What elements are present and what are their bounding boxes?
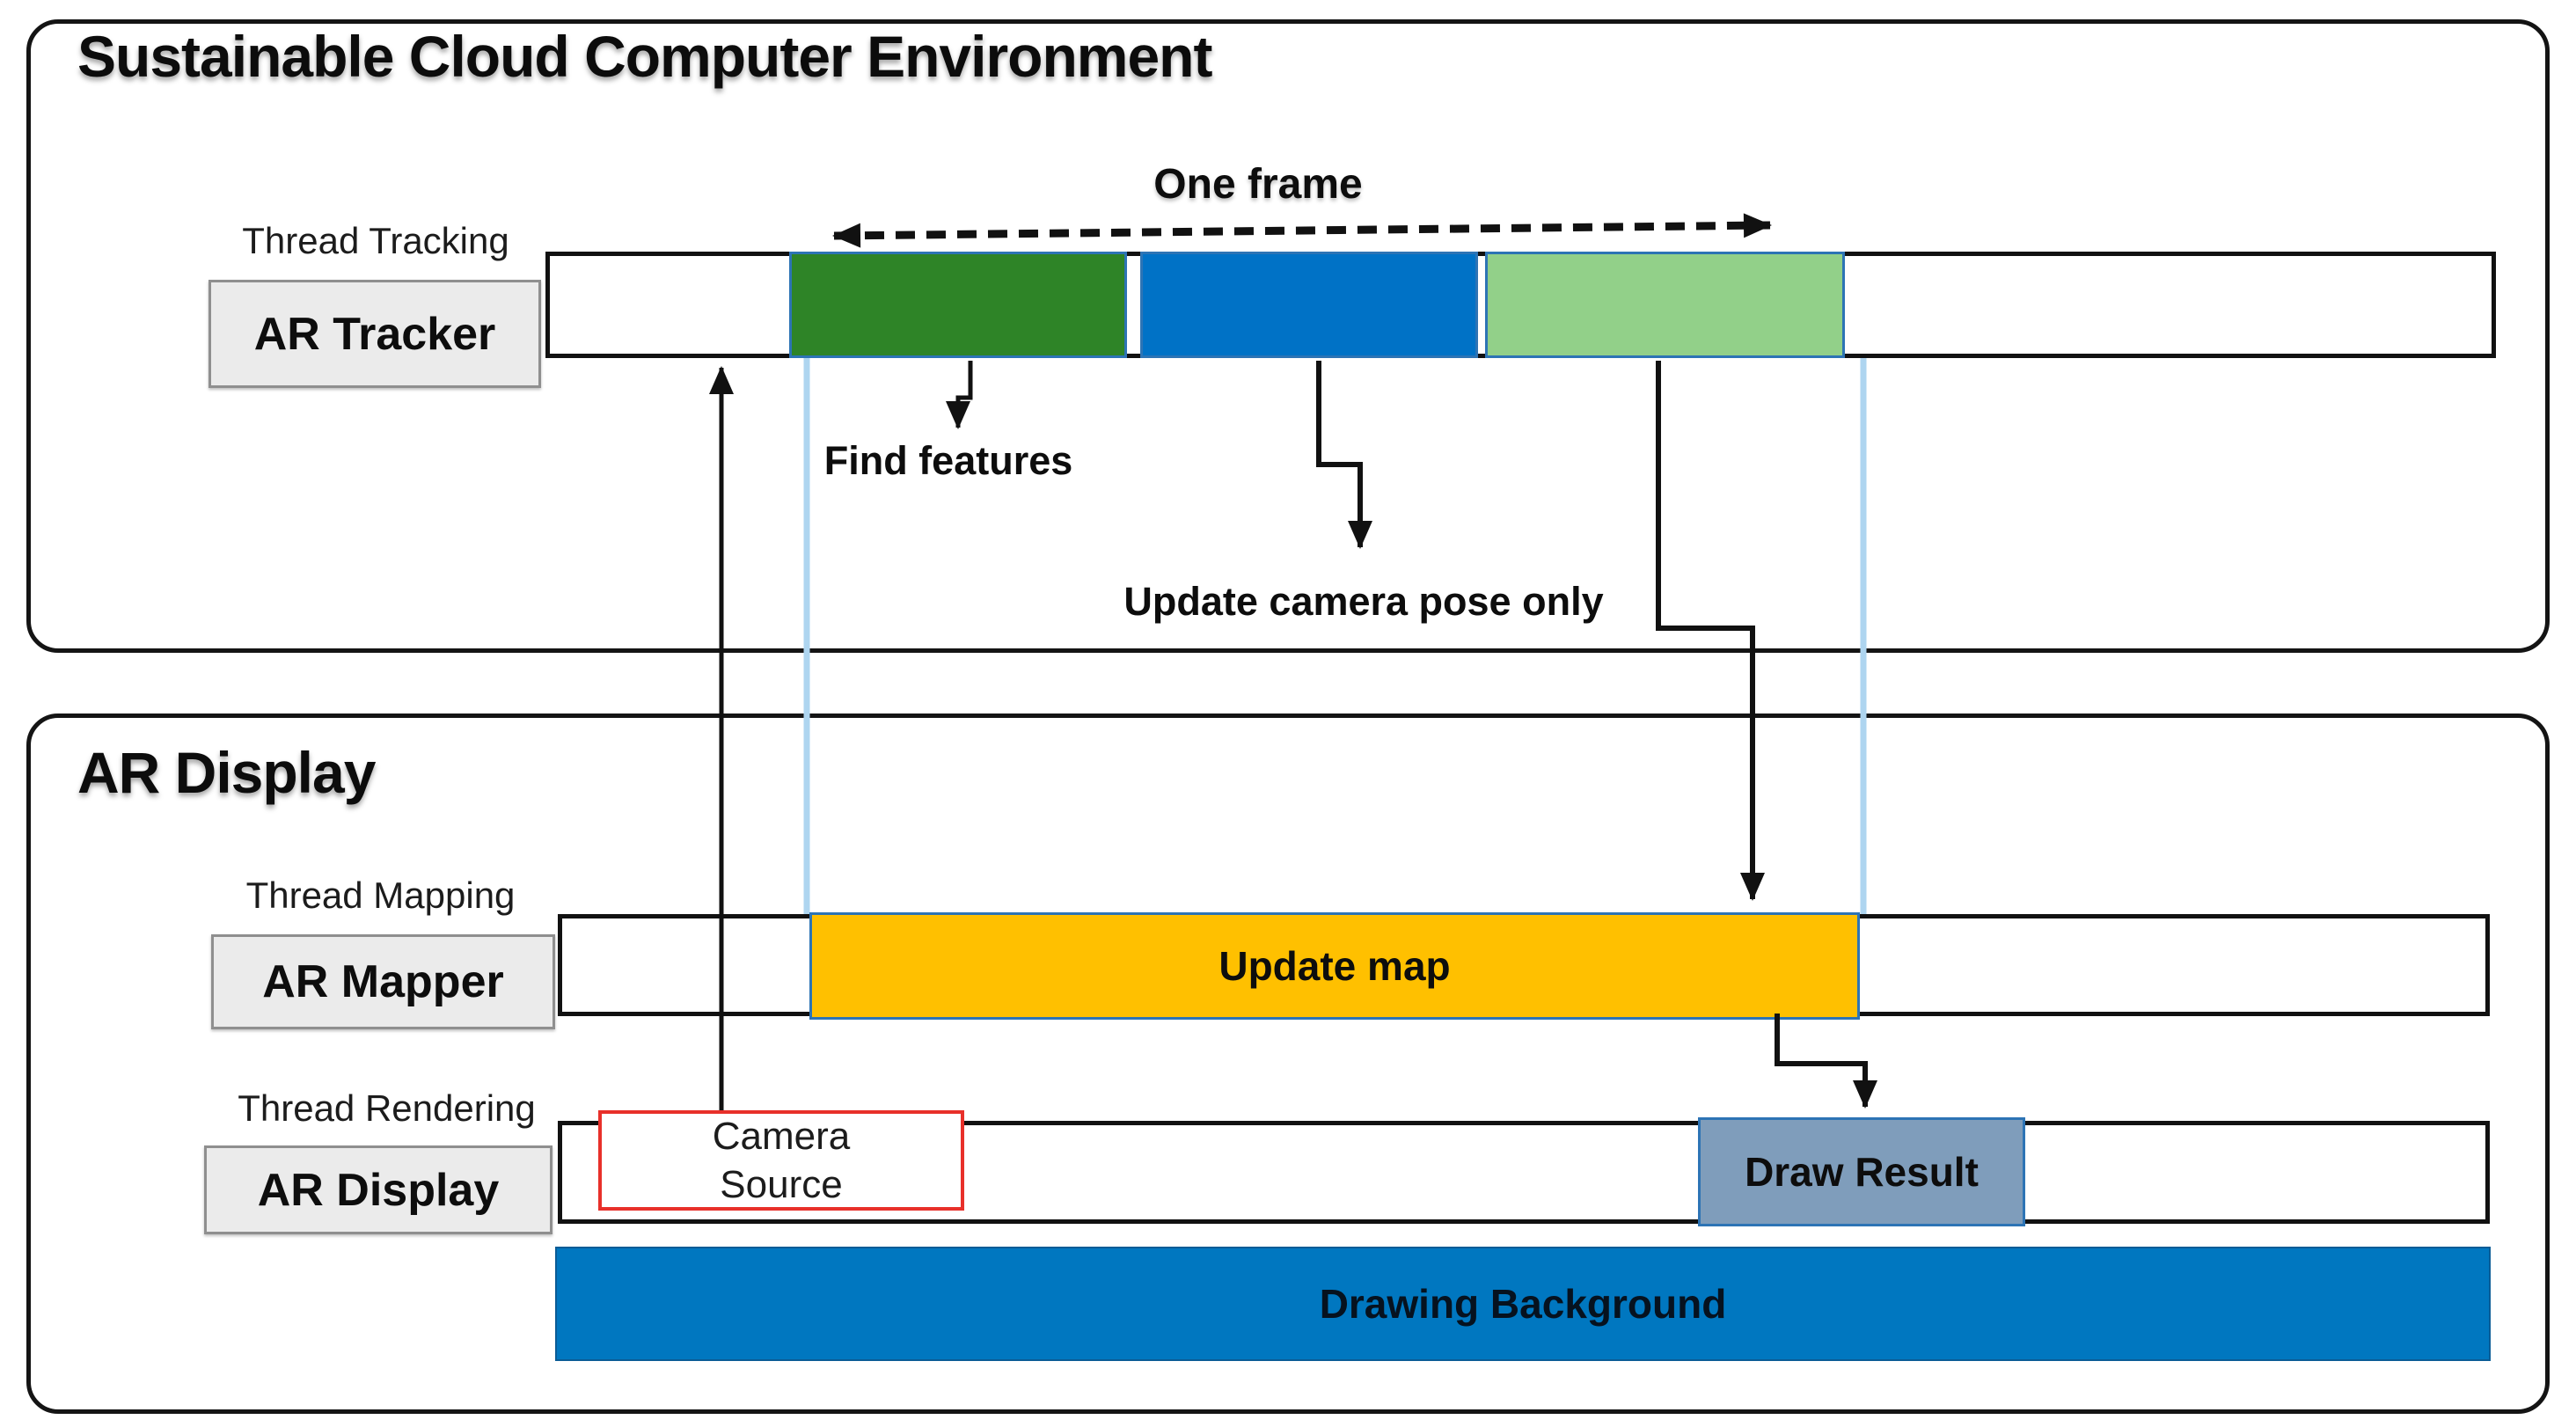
update-camera-pose-arrow [1316,361,1372,549]
camera-source-line1: Camera [712,1115,851,1158]
cloud-environment-panel [26,19,2550,653]
thread-rendering-label: Thread Rendering [238,1087,536,1129]
draw-result-segment: Draw Result [1698,1117,2025,1226]
tracker-segment-green [789,252,1127,358]
ar-display-box: AR Display [204,1145,553,1234]
camera-source-box: Camera Source [598,1110,964,1211]
to-update-map-arrow [1656,361,1765,901]
update-map-segment: Update map [809,912,1860,1020]
ar-display-panel [26,714,2550,1414]
tracker-segment-blue [1140,252,1478,358]
thread-tracking-label: Thread Tracking [242,220,509,261]
one-frame-label: One frame [1153,161,1363,208]
thread-mapping-label: Thread Mapping [245,874,516,916]
update-camera-pose-label: Update camera pose only [1123,579,1604,624]
tracker-segment-lightgreen [1485,252,1845,358]
ar-display-panel-title: AR Display [77,740,376,805]
ar-mapper-box: AR Mapper [211,934,555,1029]
camera-source-line2: Source [720,1163,843,1206]
find-features-arrow [946,361,973,429]
cloud-panel-title: Sustainable Cloud Computer Environment [77,24,1212,89]
drawing-background-bar: Drawing Background [555,1247,2491,1361]
to-draw-result-arrow [1775,1014,1877,1109]
ar-tracker-box: AR Tracker [209,280,541,388]
find-features-label: Find features [823,438,1073,483]
one-frame-span-arrow [832,213,1772,248]
